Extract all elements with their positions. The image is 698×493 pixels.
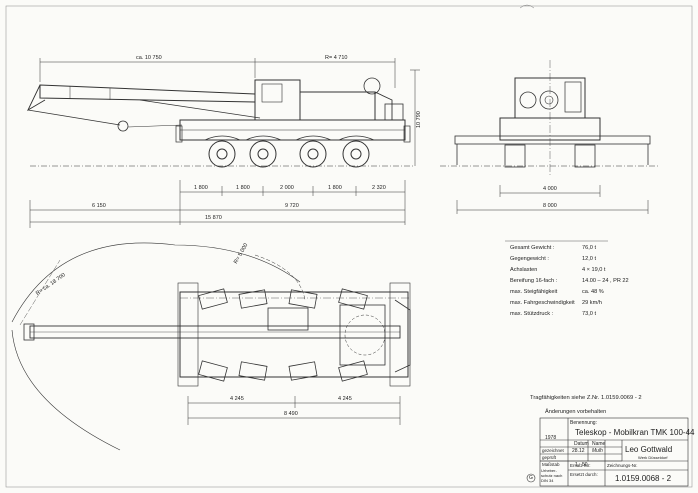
din-mark: G <box>529 475 533 481</box>
outrigger-width-dim: 8 000 <box>543 203 557 209</box>
ersatz-fuer: Ersatz für: <box>570 463 591 468</box>
outrigger-base-dim: 8 490 <box>284 411 298 417</box>
boom-reach-dim: ca. 10 750 <box>136 55 162 61</box>
spec-label: Bereifung 16-fach : <box>510 278 558 284</box>
spec-value: 4 × 19,0 t <box>582 267 606 273</box>
changes-note: Änderungen vorbehalten <box>545 409 607 415</box>
axle-dim-3: 2 000 <box>280 185 294 191</box>
outrigger-rear-dim: 4 245 <box>338 396 352 402</box>
rear-view-dimensions <box>456 185 649 214</box>
gez-datum: 28.12 <box>572 448 585 454</box>
urheber-note: Urheber-schutz nach DIN 34 <box>541 468 563 483</box>
drawing-number: 1.0159.0068 - 2 <box>615 474 672 483</box>
spec-value: 12,0 t <box>582 256 596 262</box>
spec-label: Achslasten <box>510 267 538 273</box>
spec-label: max. Fahrgeschwindigkeit <box>510 300 575 306</box>
year: 1978 <box>545 435 557 441</box>
spec-label: Gegengewicht : <box>510 256 549 262</box>
side-view-crane <box>26 77 415 168</box>
spec-value: 14.00 – 24 , PR 22 <box>582 278 629 284</box>
outrigger-front-dim: 4 245 <box>230 396 244 402</box>
axle-dim-4: 1 800 <box>328 185 342 191</box>
front-overhang-dim: 6 150 <box>92 203 106 209</box>
radius-dim: R= 4 710 <box>325 55 348 61</box>
spec-value: 76,0 t <box>582 245 596 251</box>
rear-view-crane <box>440 60 660 175</box>
zeichnung-label: Zeichnungs-Nr. <box>607 463 638 468</box>
wheelbase-dim: 9 720 <box>285 203 299 209</box>
geprueft-label: geprüft <box>542 455 557 460</box>
spec-value: 73,0 t <box>582 311 596 317</box>
drawing-title: Teleskop - Mobilkran TMK 100-44 <box>575 428 695 437</box>
massstab-label: Maßstab <box>542 462 560 467</box>
company-sub: Werk Düsseldorf <box>638 455 668 460</box>
title-block-grid <box>526 417 689 487</box>
track-dim: 4 000 <box>543 186 557 192</box>
spec-value: ca. 48 % <box>582 289 604 295</box>
spec-label: max. Stützdruck : <box>510 311 554 317</box>
col-datum: Datum <box>574 441 589 447</box>
height-dim: 10 790 <box>416 111 422 128</box>
axle-dim-2: 1 800 <box>236 185 250 191</box>
side-view-dimensions <box>29 58 420 228</box>
ersetzt-durch: Ersetzt durch: <box>570 472 598 477</box>
top-view-dimensions <box>187 396 401 425</box>
axle-dim-1: 1 800 <box>194 185 208 191</box>
gezeichnet-label: gezeichnet <box>542 448 564 453</box>
gez-name: Mulh <box>592 448 603 454</box>
axle-dim-5: 2 320 <box>372 185 386 191</box>
scale: 1 : 50 <box>575 462 588 468</box>
spec-label: Gesamt Gewicht : <box>510 245 555 251</box>
spec-value: 29 km/h <box>582 300 602 306</box>
company-name: Leo Gottwald <box>625 445 673 454</box>
top-view-crane <box>11 242 411 451</box>
spec-label: max. Steigfähigkeit <box>510 289 558 295</box>
benennung-label: Benennung: <box>570 420 597 426</box>
col-name: Name <box>592 441 606 447</box>
overall-length-dim: 15 870 <box>205 215 222 221</box>
load-chart-note: Tragfähigkeiten siehe Z.Nr. 1.0159.0069 … <box>530 395 642 401</box>
